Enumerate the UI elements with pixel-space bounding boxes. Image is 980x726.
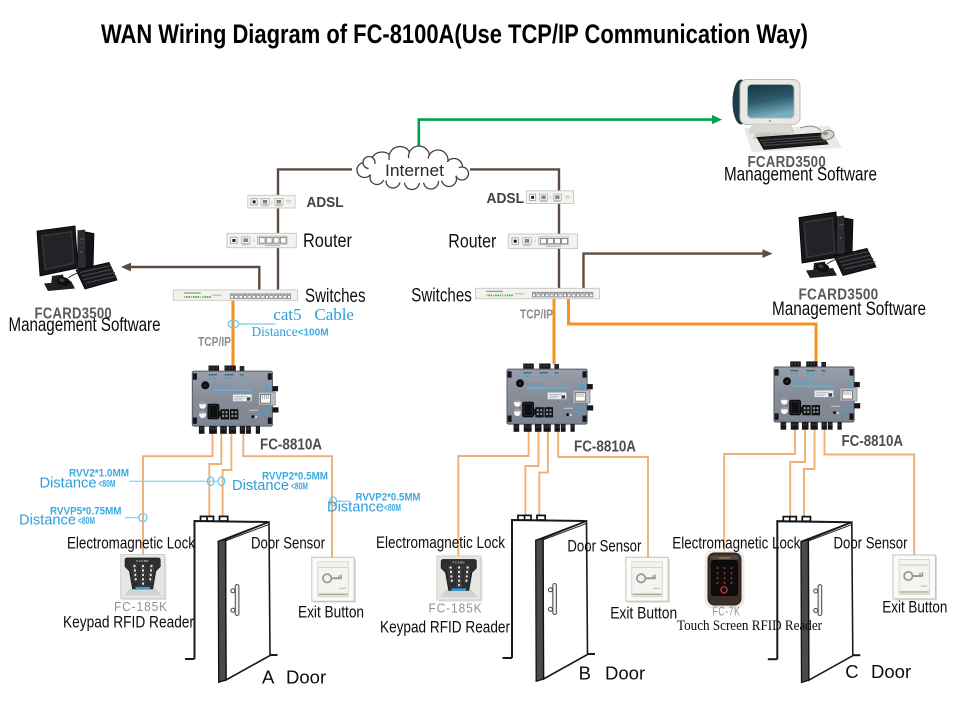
svg-text:Distance<80M: Distance<80M bbox=[19, 512, 95, 529]
svg-text:Exit Button: Exit Button bbox=[298, 604, 364, 622]
svg-text:Internet: Internet bbox=[385, 161, 444, 180]
svg-text:FC-185K: FC-185K bbox=[114, 599, 168, 614]
svg-text:Exit Button: Exit Button bbox=[610, 605, 677, 623]
svg-text:Door: Door bbox=[871, 661, 911, 682]
svg-text:Exit Button: Exit Button bbox=[882, 599, 947, 617]
svg-text:Door Sensor: Door Sensor bbox=[567, 538, 641, 556]
svg-text:Distance<80M: Distance<80M bbox=[232, 477, 308, 494]
svg-text:Router: Router bbox=[448, 232, 497, 253]
svg-text:Electromagnetic Lock: Electromagnetic Lock bbox=[376, 534, 506, 552]
svg-text:Distance<80M: Distance<80M bbox=[327, 499, 401, 516]
svg-text:Keypad RFID Reader: Keypad RFID Reader bbox=[63, 613, 194, 631]
svg-text:RVVP2*0.5MM: RVVP2*0.5MM bbox=[356, 492, 421, 504]
svg-text:Switches: Switches bbox=[411, 285, 472, 306]
svg-text:Door Sensor: Door Sensor bbox=[834, 535, 908, 553]
svg-text:FC-7K: FC-7K bbox=[713, 604, 741, 619]
svg-text:Management Software: Management Software bbox=[9, 314, 161, 336]
svg-text:Router: Router bbox=[303, 231, 353, 252]
svg-text:Distance<80M: Distance<80M bbox=[40, 474, 116, 491]
svg-text:Touch Screen RFID Reader: Touch Screen RFID Reader bbox=[677, 618, 822, 634]
svg-text:Switches: Switches bbox=[305, 286, 366, 307]
svg-text:RVVP5*0.75MM: RVVP5*0.75MM bbox=[50, 506, 122, 518]
svg-text:B: B bbox=[579, 663, 591, 684]
svg-text:C: C bbox=[845, 661, 858, 682]
svg-text:FCARD3500: FCARD3500 bbox=[35, 306, 113, 323]
svg-text:FC-8810A: FC-8810A bbox=[842, 433, 904, 450]
svg-text:Keypad RFID Reader: Keypad RFID Reader bbox=[380, 618, 510, 636]
svg-text:Electromagnetic Lock: Electromagnetic Lock bbox=[67, 535, 196, 553]
svg-text:WAN Wiring Diagram of FC-8100A: WAN Wiring Diagram of FC-8100A(Use TCP/I… bbox=[101, 19, 808, 49]
svg-text:FCARD3500: FCARD3500 bbox=[748, 154, 827, 171]
svg-text:Door: Door bbox=[605, 663, 645, 684]
svg-text:FCARD3500: FCARD3500 bbox=[799, 287, 879, 304]
svg-text:ADSL: ADSL bbox=[307, 194, 344, 211]
svg-text:FC-8810A: FC-8810A bbox=[260, 437, 322, 454]
svg-text:Distance<100M: Distance<100M bbox=[252, 324, 329, 339]
svg-text:A: A bbox=[262, 667, 275, 688]
svg-text:RVV2*1.0MM: RVV2*1.0MM bbox=[69, 468, 129, 480]
svg-text:Door Sensor: Door Sensor bbox=[251, 535, 325, 553]
svg-text:Door: Door bbox=[286, 667, 326, 688]
svg-text:RVVP2*0.5MM: RVVP2*0.5MM bbox=[262, 471, 328, 483]
svg-text:Electromagnetic Lock: Electromagnetic Lock bbox=[672, 535, 801, 553]
svg-text:Management Software: Management Software bbox=[772, 298, 926, 320]
svg-text:TCP/IP: TCP/IP bbox=[520, 308, 553, 322]
svg-text:ADSL: ADSL bbox=[487, 190, 525, 207]
svg-text:FC-8810A: FC-8810A bbox=[574, 439, 636, 456]
svg-text:FC-185K: FC-185K bbox=[429, 601, 483, 616]
svg-text:TCP/IP: TCP/IP bbox=[198, 335, 231, 349]
svg-text:Management Software: Management Software bbox=[724, 164, 877, 186]
